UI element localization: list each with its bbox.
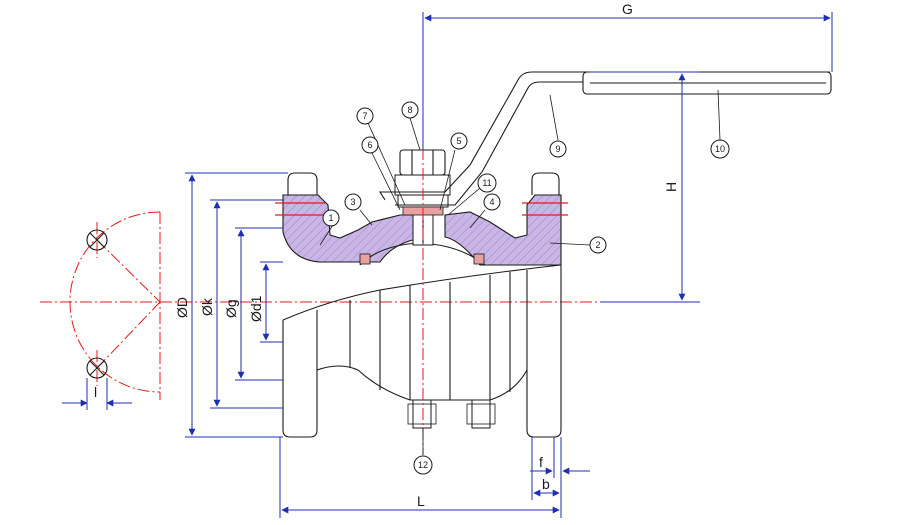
callout-10: 10 bbox=[710, 139, 730, 159]
callout-3: 3 bbox=[344, 193, 362, 211]
svg-text:10: 10 bbox=[715, 144, 725, 154]
svg-text:4: 4 bbox=[489, 197, 494, 207]
callout-9: 9 bbox=[549, 140, 567, 158]
dimension-G-label: G bbox=[622, 1, 633, 17]
callout-11: 11 bbox=[477, 173, 497, 193]
callout-4: 4 bbox=[483, 193, 501, 211]
callout-5: 5 bbox=[450, 132, 468, 150]
body-part-1 bbox=[282, 194, 431, 263]
dimension-g-label: Øg bbox=[223, 299, 239, 318]
callout-1: 1 bbox=[322, 209, 340, 227]
svg-text:9: 9 bbox=[555, 144, 560, 154]
svg-text:6: 6 bbox=[367, 140, 372, 150]
body-part-2 bbox=[444, 194, 562, 266]
dimension-D-label: ØD bbox=[174, 297, 190, 318]
dimension-f-label: f bbox=[539, 454, 543, 470]
svg-text:5: 5 bbox=[456, 136, 461, 146]
callout-2: 2 bbox=[589, 236, 607, 254]
handle-lever bbox=[379, 71, 832, 455]
dimension-k-label: Øk bbox=[199, 297, 215, 316]
dimension-lines bbox=[185, 12, 833, 518]
dimension-l-label: l bbox=[94, 384, 97, 400]
svg-text:11: 11 bbox=[482, 178, 491, 188]
dimension-H-label: H bbox=[663, 182, 679, 192]
svg-text:3: 3 bbox=[350, 197, 355, 207]
svg-text:2: 2 bbox=[595, 240, 600, 250]
svg-text:8: 8 bbox=[407, 105, 412, 115]
callout-6: 6 bbox=[361, 136, 379, 154]
dimension-b-label: b bbox=[542, 476, 550, 492]
flange-bolt-circle-view bbox=[40, 211, 600, 410]
svg-text:12: 12 bbox=[418, 460, 428, 470]
valve-body bbox=[275, 149, 568, 438]
dimension-L-label: L bbox=[417, 493, 425, 509]
svg-text:1: 1 bbox=[328, 213, 333, 223]
callout-12: 12 bbox=[413, 455, 433, 475]
callout-leaders bbox=[319, 89, 721, 455]
bolt-hole-top bbox=[86, 229, 108, 251]
callout-8: 8 bbox=[401, 101, 419, 119]
svg-text:7: 7 bbox=[362, 111, 367, 121]
bolt-hole-bottom bbox=[86, 357, 108, 379]
dimension-d1-label: Ød1 bbox=[248, 295, 264, 322]
callout-7: 7 bbox=[356, 107, 374, 125]
